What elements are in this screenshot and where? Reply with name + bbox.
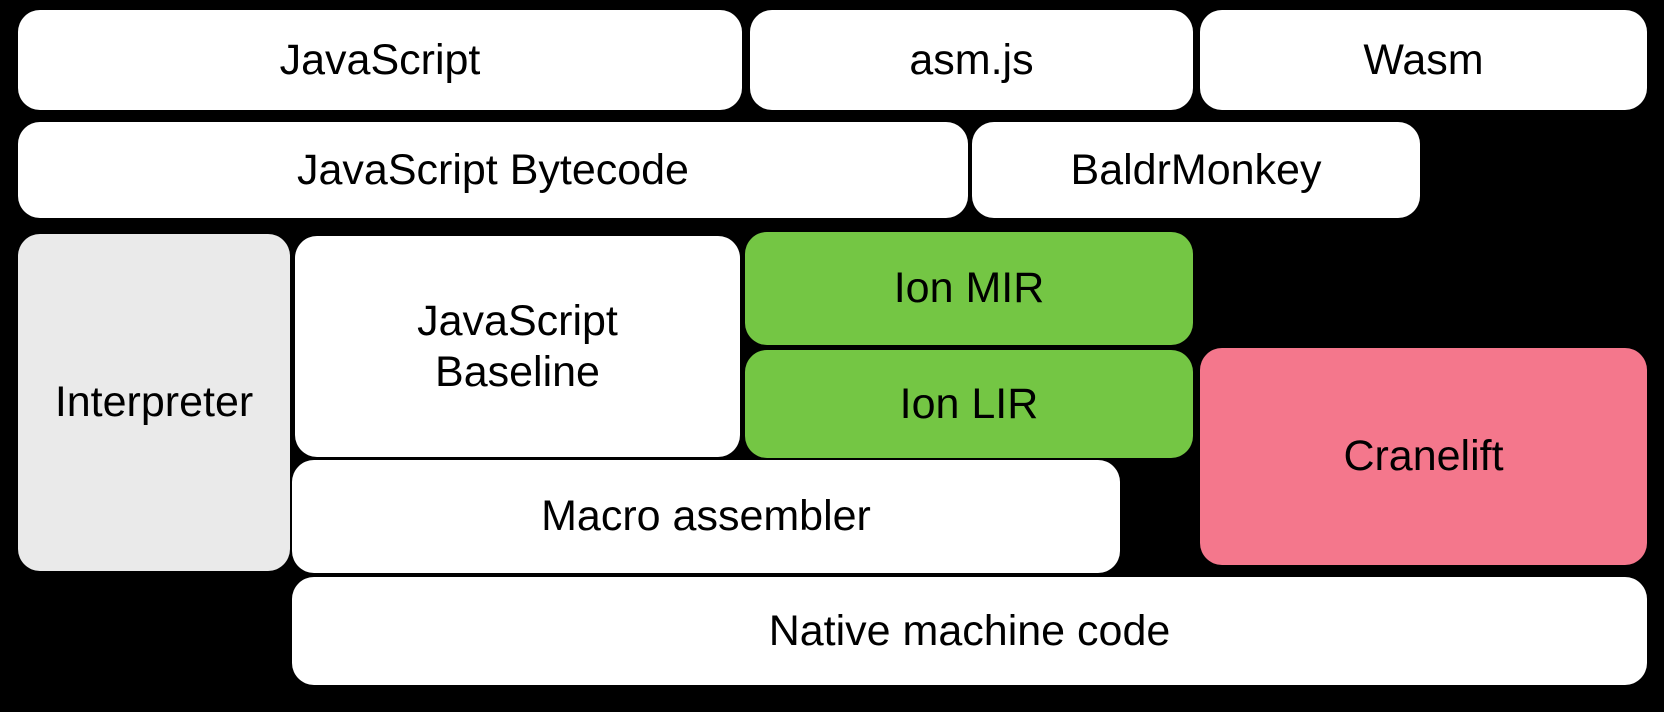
node-ion-mir[interactable]: Ion MIR bbox=[745, 232, 1193, 345]
node-cranelift[interactable]: Cranelift bbox=[1200, 348, 1647, 565]
node-ion-lir[interactable]: Ion LIR bbox=[745, 350, 1193, 458]
node-asm-js[interactable]: asm.js bbox=[750, 10, 1193, 110]
node-javascript[interactable]: JavaScript bbox=[18, 10, 742, 110]
node-wasm[interactable]: Wasm bbox=[1200, 10, 1647, 110]
node-javascript-baseline[interactable]: JavaScript Baseline bbox=[295, 236, 740, 457]
node-baldrmonkey[interactable]: BaldrMonkey bbox=[972, 122, 1420, 218]
node-macro-assembler[interactable]: Macro assembler bbox=[292, 460, 1120, 573]
node-interpreter[interactable]: Interpreter bbox=[18, 234, 290, 571]
node-javascript-bytecode[interactable]: JavaScript Bytecode bbox=[18, 122, 968, 218]
node-native-machine-code[interactable]: Native machine code bbox=[292, 577, 1647, 685]
